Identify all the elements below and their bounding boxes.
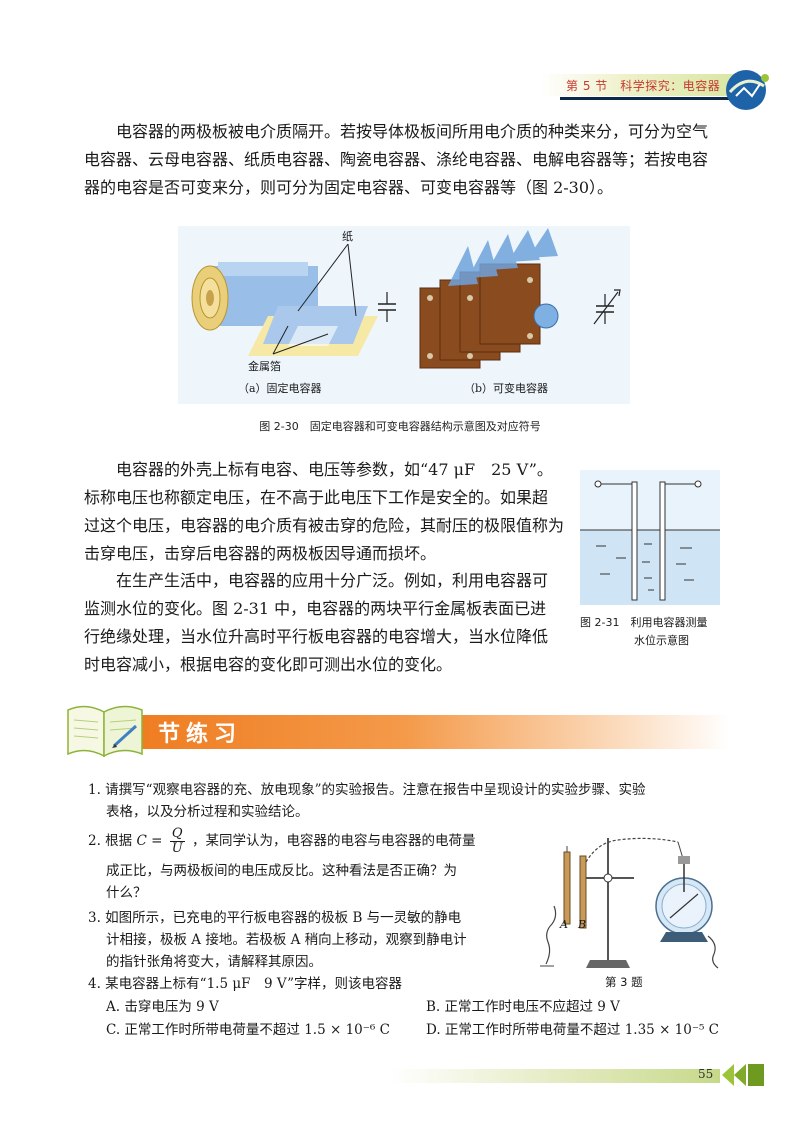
exercise-3-line1: 3. 如图所示，已充电的平行板电容器的极板 B 与一灵敏的静电 [88, 910, 462, 926]
text-line: 过这个电压，电容器的电介质有被击穿的危险，其耐压的极限值称为 [84, 516, 565, 535]
text-line: 击穿电压，击穿后电容器的两极板因导通而损坏。 [84, 544, 437, 563]
paragraph-rated-voltage: 电容器的外壳上标有电容、电压等参数，如“47 μF 25 V”。 标称电压也称额… [84, 456, 574, 568]
header-rule [560, 97, 730, 100]
text-line: 电容器、云母电容器、纸质电容器、陶瓷电容器、涤纶电容器、电解电容器等；若按电容 [84, 150, 709, 169]
electroscope-capacitor-illustration [540, 837, 719, 969]
open-book-icon [67, 705, 143, 758]
water-level-capacitor-illustration [580, 480, 720, 605]
figure-2-30: 纸 金属箔 （a）固定电容器 （b）可变电容器 [178, 226, 630, 404]
formula-fraction: Q U [169, 827, 185, 856]
exercise-2-line1: 2. 根据 C = Q U ，某同学认为，电容器的电容与电容器的电荷量 [88, 826, 475, 856]
exercise-2-line2: 成正比，与两极板间的电压成反比。这种看法是否正确？为 [106, 863, 457, 879]
capacitor-structure-illustration [191, 228, 621, 369]
text-line: 时电容减小，根据电容的变化即可测出水位的变化。 [84, 655, 453, 674]
exercise-4-line1: 4. 某电容器上标有“1.5 μF 9 V”字样，则该电容器 [88, 976, 402, 992]
exercise-2-line3: 什么？ [106, 885, 147, 901]
page-number: 55 [698, 1067, 714, 1081]
formula-equals: = [151, 833, 163, 849]
exercise-3-figure-caption: 第 3 题 [605, 975, 643, 989]
exercise-1-line1: 1. 请撰写“观察电容器的充、放电现象”的实验报告。注意在报告中呈现设计的实验步… [88, 782, 646, 798]
figure-2-30-caption: 图 2-30 固定电容器和可变电容器结构示意图及对应符号 [259, 420, 541, 433]
exercise-1-line2: 表格，以及分析过程和实验结论。 [106, 804, 309, 820]
figure-2-31 [580, 470, 720, 605]
figure-2-31-caption: 图 2-31 利用电容器测量 [580, 616, 708, 629]
plate-b-label: B [578, 918, 587, 931]
text-line: 器的电容是否可变来分，则可分为固定电容器、可变电容器等（图 2-30）。 [84, 178, 614, 197]
footer-band [390, 1069, 720, 1083]
text-line: 行绝缘处理，当水位升高时平行板电容器的电容增大，当水位降低 [84, 627, 549, 646]
text-line: 电容器的两极板被电介质隔开。若按导体极板间所用电介质的种类来分，可分为空气 [116, 122, 709, 141]
text-line: 在生产生活中，电容器的应用十分广泛。例如，利用电容器可 [116, 571, 549, 590]
section-title: 节练习 [158, 722, 243, 747]
exercise-4-option-a: A. 击穿电压为 9 V [106, 999, 219, 1015]
exercise-2-prefix: 2. 根据 [88, 833, 133, 849]
subfigure-a-label: （a）固定电容器 [238, 382, 322, 395]
exercise-3-figure: A B [538, 832, 726, 972]
formula-denominator: U [171, 841, 183, 856]
exercise-4-option-b: B. 正常工作时电压不应超过 9 V [426, 999, 620, 1015]
chevron-left-icon [722, 1064, 764, 1086]
label-paper: 纸 [342, 230, 353, 243]
paragraph-water-level: 在生产生活中，电容器的应用十分广泛。例如，利用电容器可 监测水位的变化。图 2-… [84, 567, 574, 679]
formula-c: C [136, 833, 147, 849]
section-banner [140, 715, 730, 749]
exercise-4-option-c: C. 正常工作时所带电荷量不超过 1.5 × 10⁻⁶ C [106, 1022, 390, 1038]
label-metal-foil: 金属箔 [248, 360, 281, 373]
text-line: 监测水位的变化。图 2-31 中，电容器的两块平行金属板表面已进 [84, 599, 547, 618]
exercise-3-line3: 的指针张角将变大，请解释其原因。 [106, 954, 322, 970]
header-band [540, 74, 740, 96]
paragraph-capacitor-types: 电容器的两极板被电介质隔开。若按导体极板间所用电介质的种类来分，可分为空气 电容… [84, 118, 724, 202]
chapter-logo-icon [726, 70, 769, 110]
subfigure-b-label: （b）可变电容器 [464, 382, 549, 395]
section-header: 第 5 节 科学探究：电容器 [566, 79, 721, 93]
plate-a-label: A [560, 918, 568, 931]
exercise-3-line2: 计相接，极板 A 接地。若极板 A 稍向上移动，观察到静电计 [106, 932, 467, 948]
text-line: 标称电压也称额定电压，在不高于此电压下工作是安全的。如果超 [84, 488, 549, 507]
text-line: 电容器的外壳上标有电容、电压等参数，如“47 μF 25 V”。 [116, 460, 553, 479]
formula-numerator: Q [169, 827, 185, 842]
exercise-4-option-d: D. 正常工作时所带电荷量不超过 1.35 × 10⁻⁵ C [426, 1022, 720, 1038]
exercise-2-text: ，某同学认为，电容器的电容与电容器的电荷量 [191, 833, 476, 849]
figure-2-31-caption-cont: 水位示意图 [634, 634, 689, 647]
